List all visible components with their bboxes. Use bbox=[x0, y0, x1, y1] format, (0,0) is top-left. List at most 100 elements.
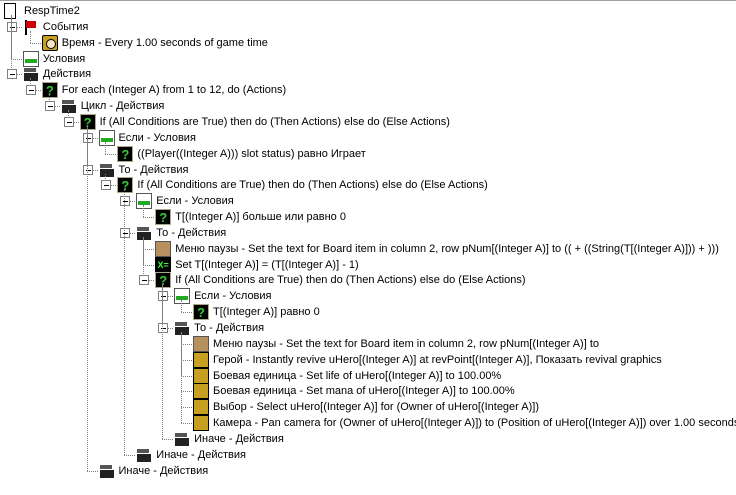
actions-clapper-icon bbox=[136, 224, 153, 241]
tree-item[interactable]: X=Set T[(Integer A)] = (T[(Integer A)] -… bbox=[0, 236, 736, 273]
tree-item[interactable]: ?If (All Conditions are True) then do (T… bbox=[0, 110, 736, 130]
collapse-toggle[interactable] bbox=[158, 291, 169, 302]
set-variable-icon: X= bbox=[155, 256, 172, 273]
tree-item-label: Меню паузы - Set the text for Board item… bbox=[175, 242, 719, 255]
tree-item-label: ((Player((Integer A))) slot status) равн… bbox=[137, 147, 366, 160]
tree-connector bbox=[143, 236, 145, 281]
tree-connector bbox=[105, 141, 107, 154]
unit-icon bbox=[193, 367, 209, 384]
tree-item[interactable]: Камера - Pan camera for (Owner of uHero[… bbox=[0, 332, 736, 432]
tree-item[interactable]: ?For each (Integer A) from 1 to 12, do (… bbox=[0, 78, 736, 99]
tree-connector bbox=[10, 15, 12, 75]
tree-connector bbox=[86, 125, 88, 471]
actions-clapper-icon bbox=[136, 446, 153, 463]
pencil-icon bbox=[193, 335, 209, 352]
tree-connector bbox=[48, 94, 50, 107]
tree-item[interactable]: ?((Player((Integer A))) slot status) рав… bbox=[0, 141, 736, 162]
tree-item-label: Герой - Instantly revive uHero[(Integer … bbox=[213, 353, 662, 366]
tree-item[interactable]: Если - Условия bbox=[0, 189, 736, 210]
question-icon: ? bbox=[79, 113, 96, 130]
tree-item[interactable]: Герой - Instantly revive uHero[(Integer … bbox=[0, 332, 736, 368]
question-icon: ? bbox=[155, 272, 172, 289]
tree-item-label: Если - Условия bbox=[118, 131, 196, 144]
tree-item[interactable]: ?If (All Conditions are True) then do (T… bbox=[0, 236, 736, 289]
tree-item[interactable]: ?If (All Conditions are True) then do (T… bbox=[0, 173, 736, 194]
collapse-toggle[interactable] bbox=[44, 101, 55, 112]
actions-clapper-icon bbox=[98, 462, 115, 479]
collapse-toggle[interactable] bbox=[6, 21, 17, 32]
tree-item-label: RespTime2 bbox=[24, 5, 80, 17]
tree-item[interactable]: Меню паузы - Set the text for Board item… bbox=[0, 236, 736, 257]
tree-item[interactable]: Действия bbox=[0, 15, 736, 83]
tree-item[interactable]: То - Действия bbox=[0, 125, 736, 178]
collapse-toggle[interactable] bbox=[120, 196, 131, 207]
tree-item[interactable]: Если - Условия bbox=[0, 125, 736, 146]
tree-item-label: Иначе - Действия bbox=[156, 448, 246, 461]
tree-item[interactable]: То - Действия bbox=[0, 284, 736, 336]
tree-connector bbox=[181, 391, 192, 393]
collapse-toggle[interactable] bbox=[139, 275, 150, 286]
tree-connector bbox=[181, 375, 192, 377]
tree-item-label: Цикл - Действия bbox=[80, 100, 165, 113]
tree-item-label: Действия bbox=[42, 68, 92, 81]
tree-item[interactable]: Условия bbox=[0, 15, 736, 67]
tree-connector bbox=[181, 423, 192, 425]
tree-item[interactable]: ?T[(Integer A)] равно 0 bbox=[0, 300, 736, 321]
tree-item-label: T[(Integer A)] равно 0 bbox=[213, 306, 320, 319]
question-icon: ? bbox=[117, 177, 134, 194]
tree-connector bbox=[29, 78, 31, 91]
tree-item-label: If (All Conditions are True) then do (Th… bbox=[137, 179, 488, 192]
tree-item[interactable]: Выбор - Select uHero[(Integer A)] for (O… bbox=[0, 332, 736, 416]
tree-item[interactable]: Боевая единица - Set mana of uHero[(Inte… bbox=[0, 332, 736, 400]
tree-connector bbox=[143, 248, 155, 250]
tree-item[interactable]: ?T[(Integer A)] больше или равно 0 bbox=[0, 205, 736, 226]
tree-connector bbox=[181, 300, 182, 313]
question-icon: ? bbox=[41, 82, 58, 99]
collapse-toggle[interactable] bbox=[120, 227, 131, 238]
actions-clapper-icon bbox=[22, 66, 39, 83]
tree-connector bbox=[143, 217, 155, 219]
pencil-icon bbox=[155, 240, 172, 257]
tree-item-label: Время - Every 1.00 seconds of game time bbox=[61, 36, 268, 49]
tree-item[interactable]: События bbox=[0, 15, 736, 35]
tree-item-label: If (All Conditions are True) then do (Th… bbox=[175, 274, 526, 287]
tree-item[interactable]: RespTime2 bbox=[0, 3, 736, 19]
condition-icon bbox=[98, 129, 115, 146]
tree-item[interactable]: Иначе - Действия bbox=[0, 125, 736, 479]
collapse-toggle[interactable] bbox=[82, 164, 93, 175]
actions-clapper-icon bbox=[174, 430, 191, 447]
actions-clapper-icon bbox=[98, 161, 115, 178]
actions-clapper-icon bbox=[60, 98, 77, 115]
tree-connector bbox=[162, 284, 164, 439]
tree-connector bbox=[162, 438, 174, 440]
tree-item-label: То - Действия bbox=[194, 322, 265, 334]
tree-item[interactable]: Иначе - Действия bbox=[0, 284, 736, 447]
document-icon bbox=[4, 3, 16, 19]
tree-connector bbox=[181, 312, 192, 314]
tree-item[interactable]: Если - Условия bbox=[0, 284, 736, 305]
tree-item-label: Боевая единица - Set mana of uHero[(Inte… bbox=[213, 385, 515, 398]
tree-item[interactable]: Время - Every 1.00 seconds of game time bbox=[0, 30, 736, 51]
tree-item-label: If (All Conditions are True) then do (Th… bbox=[99, 115, 450, 128]
tree-item[interactable]: Цикл - Действия bbox=[0, 94, 736, 115]
tree-item-label: Камера - Pan camera for (Owner of uHero[… bbox=[213, 417, 736, 430]
collapse-toggle[interactable] bbox=[101, 180, 112, 191]
tree-connector bbox=[86, 470, 98, 472]
tree-item-label: Если - Условия bbox=[194, 290, 272, 303]
tree-item[interactable]: То - Действия bbox=[0, 189, 736, 241]
tree-item-label: Set T[(Integer A)] = (T[(Integer A)] - 1… bbox=[175, 258, 359, 271]
collapse-toggle[interactable] bbox=[63, 116, 74, 127]
tree-item-label: Иначе - Действия bbox=[194, 432, 284, 445]
tree-item-label: Меню паузы - Set the text for Board item… bbox=[213, 337, 599, 350]
collapse-toggle[interactable] bbox=[158, 323, 169, 333]
selection-icon bbox=[193, 399, 209, 416]
collapse-toggle[interactable] bbox=[25, 85, 36, 96]
collapse-toggle[interactable] bbox=[82, 132, 93, 143]
tree-item-label: События bbox=[42, 20, 89, 33]
tree-item[interactable]: Меню паузы - Set the text for Board item… bbox=[0, 332, 736, 352]
collapse-toggle[interactable] bbox=[6, 69, 17, 80]
camera-icon bbox=[193, 415, 209, 432]
tree-item[interactable]: Боевая единица - Set life of uHero[(Inte… bbox=[0, 332, 736, 384]
tree-item[interactable]: Иначе - Действия bbox=[0, 189, 736, 463]
tree-connector bbox=[124, 189, 126, 455]
